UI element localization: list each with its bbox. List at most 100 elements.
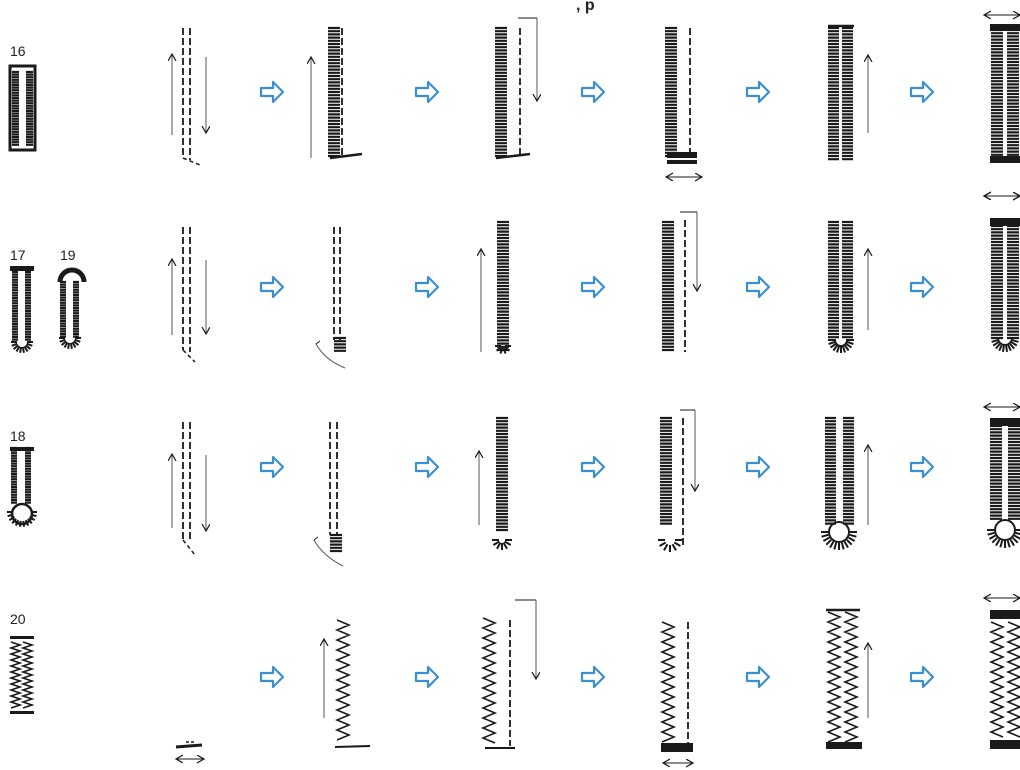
step-1-1: [172, 28, 206, 166]
step-arrow-icon: [414, 665, 440, 689]
pattern-number: 17: [10, 247, 26, 263]
bartack: [990, 24, 1020, 31]
bartack: [826, 742, 862, 749]
satin-column: [330, 533, 342, 553]
stitch-line: [182, 157, 201, 166]
bartack: [661, 743, 693, 752]
satin-column: [1007, 28, 1019, 156]
pivot-arrow: [315, 343, 346, 369]
pattern-16-icon: [8, 64, 37, 152]
step-arrow-icon: [745, 455, 771, 479]
satin-column: [26, 70, 33, 146]
pattern-number: 19: [60, 247, 76, 263]
bartack: [990, 610, 1020, 619]
outline: [8, 64, 37, 152]
satin-column: [73, 280, 79, 338]
round-end: [991, 337, 1019, 353]
satin-column: [1008, 424, 1020, 520]
step-arrow-shape: [414, 275, 440, 299]
stitch-line: [315, 340, 321, 345]
step-arrow-icon: [259, 665, 285, 689]
satin-column: [25, 270, 31, 341]
bartack: [10, 711, 34, 714]
step-arrow-shape: [580, 455, 606, 479]
round-end: [59, 337, 81, 349]
step-1-4: [665, 26, 701, 177]
satin-column: [825, 416, 836, 525]
stitch-line: [182, 349, 196, 363]
step-4-2: [324, 619, 371, 748]
satin-column: [12, 270, 18, 341]
step-arrow-icon: [414, 275, 440, 299]
step-2-5: [828, 220, 868, 353]
zigzag-column: [842, 611, 860, 743]
step-arrow-shape: [259, 80, 285, 104]
step-arrow-shape: [745, 275, 771, 299]
bartack: [10, 447, 34, 451]
step-2-3: [481, 220, 511, 354]
satin-column: [843, 416, 854, 525]
step-arrow-shape: [909, 665, 935, 689]
satin-column: [660, 416, 672, 525]
step-arrow-shape: [580, 275, 606, 299]
step-arrow-shape: [259, 665, 285, 689]
step-3-1: [172, 422, 206, 556]
keyhole-eye: [994, 519, 1016, 541]
step-arrow-icon: [414, 80, 440, 104]
pattern-20-icon: [8, 636, 35, 714]
pivot-arrow: [313, 539, 344, 567]
step-arrow-icon: [909, 455, 935, 479]
satin-column: [991, 28, 1003, 156]
step-arrow-icon: [580, 455, 606, 479]
step-3-6: [985, 407, 1020, 548]
round-end: [492, 539, 512, 550]
pattern-number: 18: [10, 428, 26, 444]
step-arrow-shape: [909, 455, 935, 479]
pattern-number: 20: [10, 611, 26, 627]
step-arrow-icon: [259, 80, 285, 104]
satin-column: [828, 220, 839, 339]
bartack: [990, 740, 1020, 749]
stitch-line: [313, 536, 319, 541]
step-4-3: [480, 599, 536, 749]
step-4-6: [985, 598, 1020, 749]
satin-column: [665, 26, 677, 158]
step-2-1: [172, 227, 206, 363]
step-arrow-shape: [259, 275, 285, 299]
satin-column: [990, 424, 1002, 520]
step-arrow-shape: [414, 455, 440, 479]
step-2-6: [985, 196, 1020, 353]
zigzag-column: [480, 617, 498, 744]
step-arrow-icon: [259, 455, 285, 479]
satin-column: [25, 446, 31, 504]
satin-column: [11, 446, 17, 504]
pattern-19-icon: [57, 267, 87, 349]
step-arrow-icon: [580, 275, 606, 299]
step-3-5: [821, 416, 868, 550]
step-arrow-shape: [745, 80, 771, 104]
step-arrow-shape: [909, 275, 935, 299]
step-arrow-icon: [745, 80, 771, 104]
bartack: [10, 266, 34, 271]
stitch-line: [334, 745, 371, 748]
satin-column: [842, 26, 853, 161]
bartack: [990, 418, 1020, 426]
step-2-4: [662, 211, 697, 352]
satin-column: [662, 220, 674, 352]
zigzag-column: [659, 621, 677, 743]
bartack: [667, 160, 697, 164]
keyhole-eye: [828, 521, 850, 543]
step-arrow-shape: [580, 665, 606, 689]
satin-column: [60, 280, 66, 338]
satin-column: [1007, 224, 1019, 340]
stitch-line: [182, 539, 196, 556]
bartack: [990, 156, 1020, 163]
step-3-2: [313, 422, 344, 567]
step-arrow-icon: [259, 275, 285, 299]
satin-column: [334, 336, 346, 352]
round-end: [495, 345, 511, 354]
step-arrow-icon: [745, 665, 771, 689]
satin-column: [497, 220, 509, 352]
step-1-3: [495, 17, 537, 160]
